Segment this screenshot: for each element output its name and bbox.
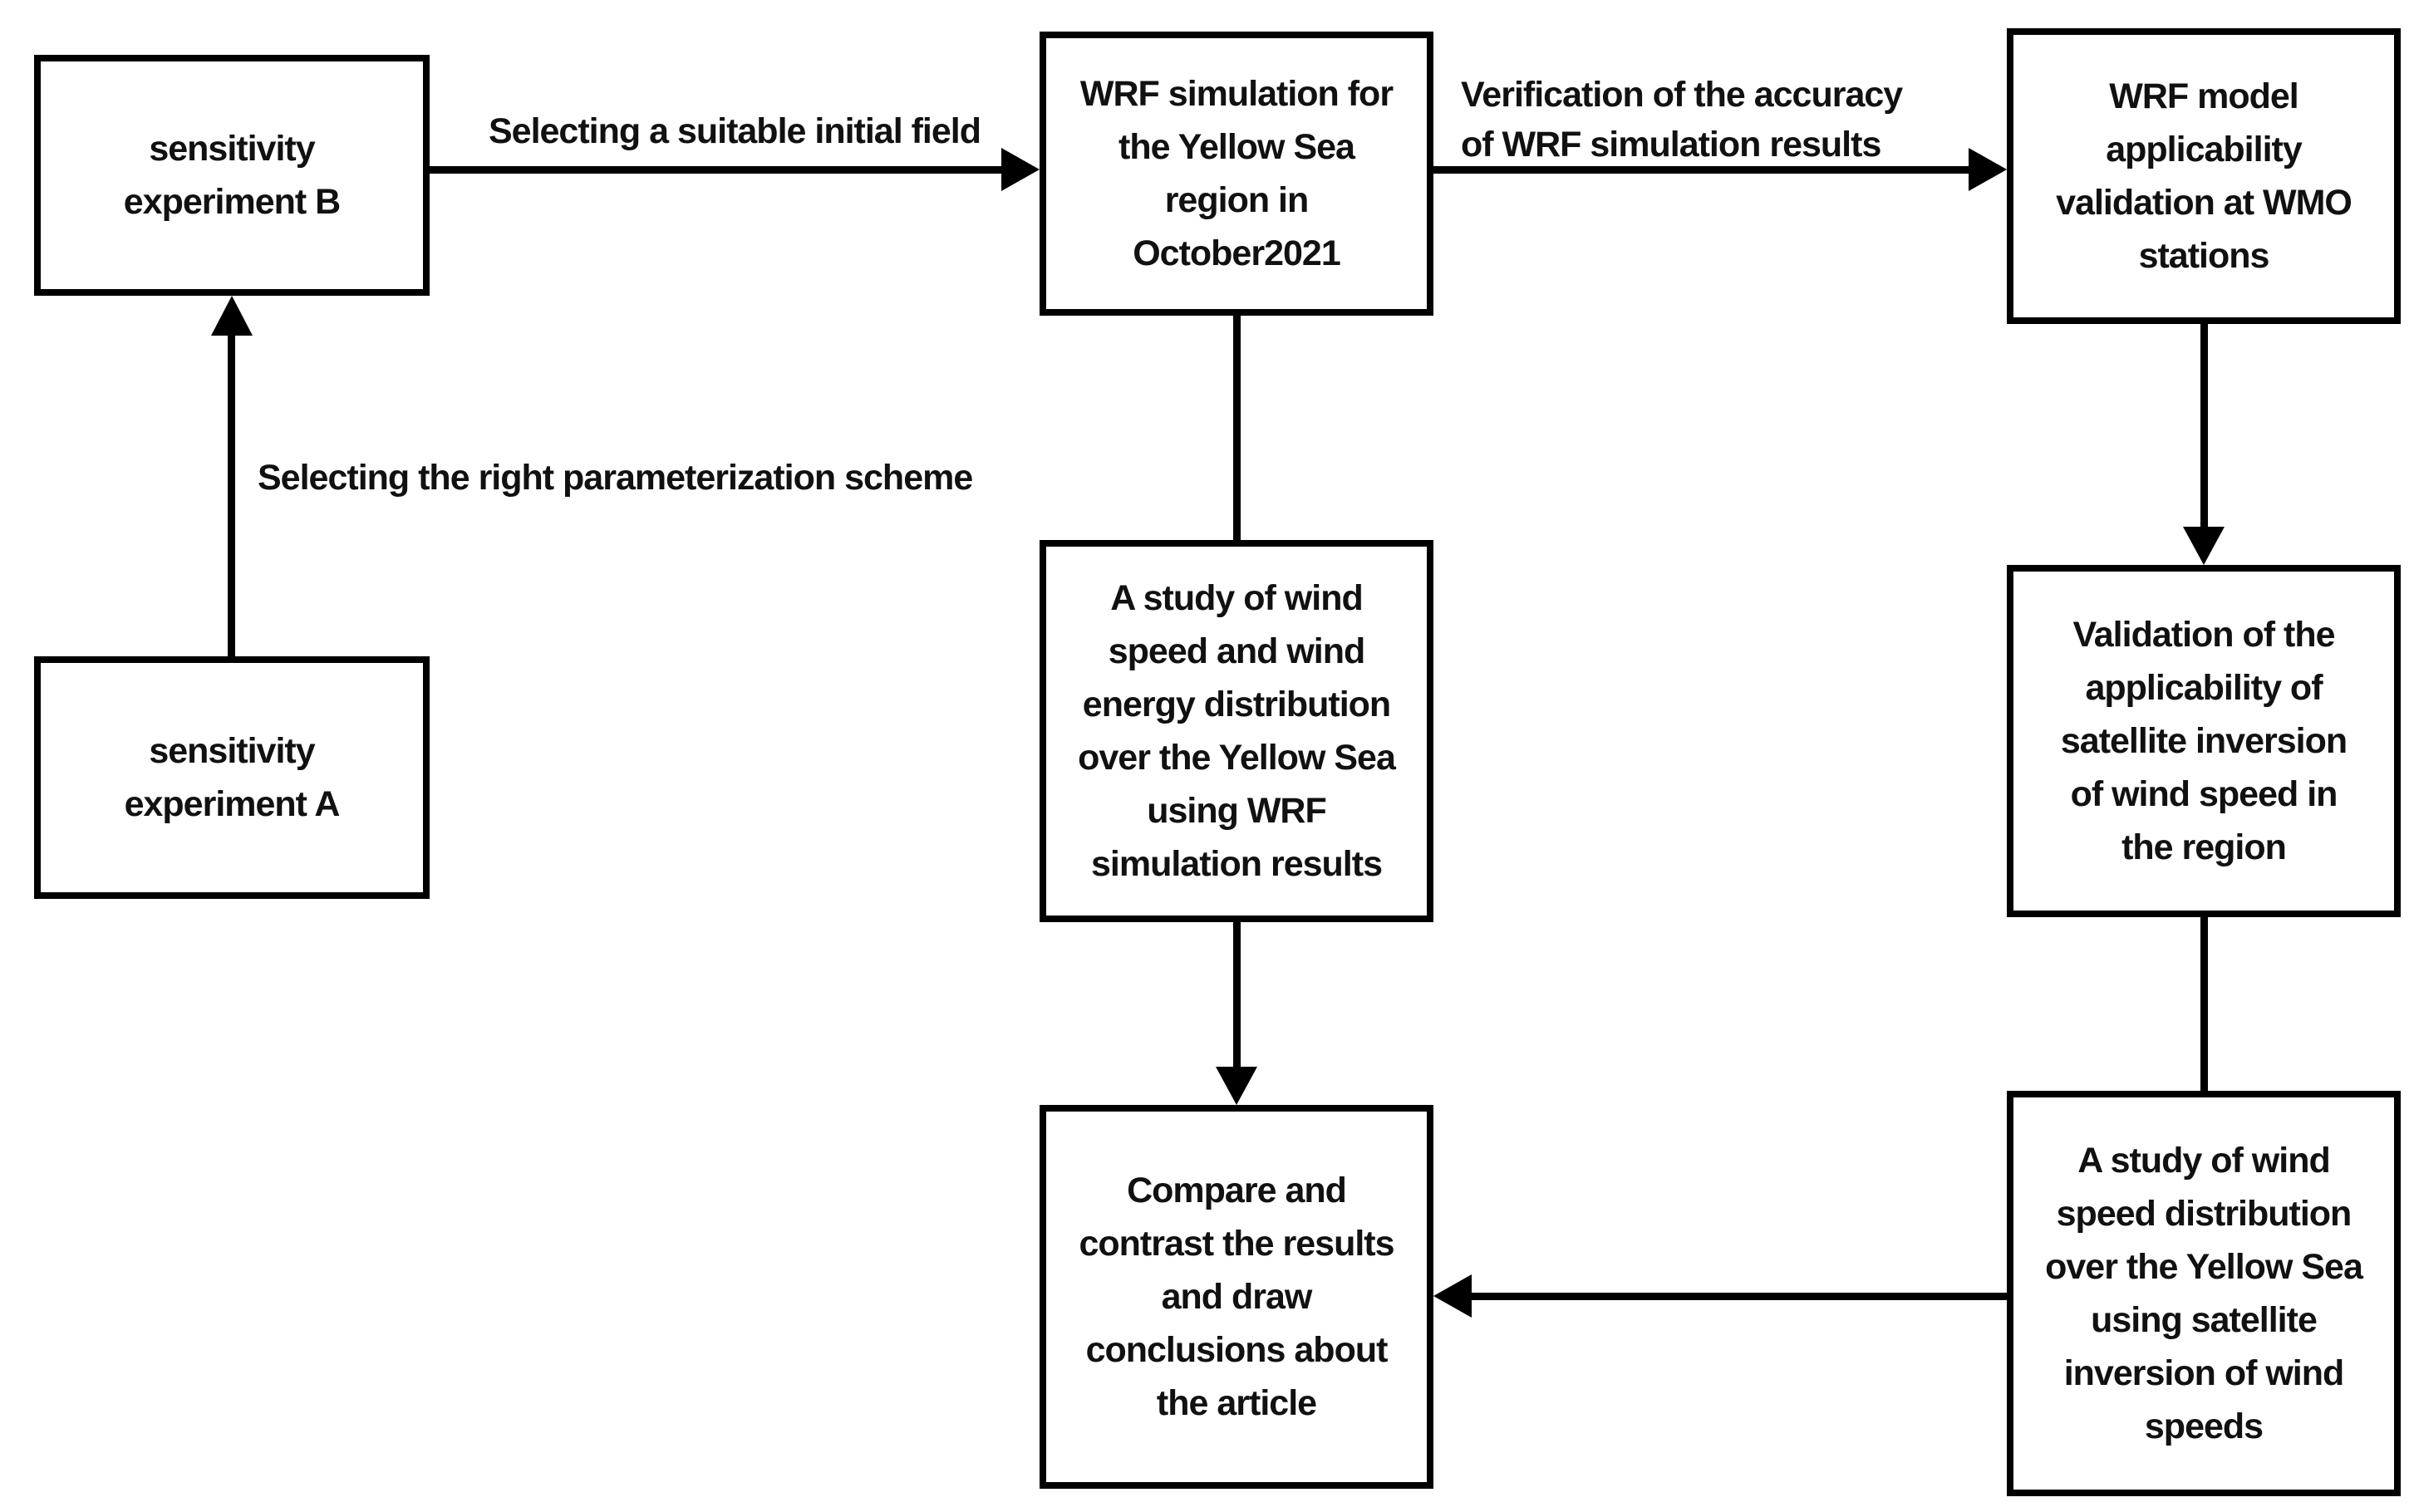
- arrow-wmo-to-validation-head-icon: [2183, 527, 2225, 565]
- node-wind-energy-study: A study of wind speed and wind energy di…: [1040, 540, 1433, 922]
- node-satellite-wind-study: A study of wind speed distribution over …: [2007, 1091, 2401, 1496]
- arrow-wmo-to-validation-line: [2200, 324, 2208, 530]
- node-wmo-validation-label: WRF model applicability validation at WM…: [2056, 76, 2352, 276]
- node-sensitivity-experiment-b: sensitivity experiment B: [34, 55, 430, 296]
- node-sensitivity-experiment-a: sensitivity experiment A: [34, 656, 430, 899]
- edge-label-parameterization: Selecting the right parameterization sch…: [258, 458, 973, 498]
- node-satellite-applicability-label: Validation of the applicability of satel…: [2060, 615, 2348, 867]
- arrow-b-to-wrf-head-icon: [1001, 148, 1040, 191]
- connector-wrf-to-study-line: [1233, 316, 1241, 540]
- arrow-a-to-b-head-icon: [211, 296, 253, 336]
- edge-label-verification: Verification of the accuracy of WRF simu…: [1461, 75, 1903, 164]
- arrow-study-to-compare-head-icon: [1216, 1067, 1257, 1105]
- arrow-b-to-wrf-line: [430, 166, 1005, 174]
- arrow-satellite-to-compare-line: [1472, 1293, 2007, 1300]
- node-sensitivity-experiment-b-label: sensitivity experiment B: [123, 129, 341, 222]
- arrow-study-to-compare-line: [1233, 922, 1241, 1070]
- edge-label-initial-field: Selecting a suitable initial field: [488, 111, 981, 151]
- node-compare-conclusions-label: Compare and contrast the results and dra…: [1079, 1171, 1394, 1423]
- node-compare-conclusions: Compare and contrast the results and dra…: [1040, 1105, 1433, 1489]
- node-wind-energy-study-label: A study of wind speed and wind energy di…: [1078, 578, 1396, 884]
- arrow-wrf-to-wmo-head-icon: [1969, 148, 2007, 191]
- node-wrf-simulation-label: WRF simulation for the Yellow Sea region…: [1079, 74, 1394, 273]
- node-sensitivity-experiment-a-label: sensitivity experiment A: [124, 731, 341, 824]
- arrow-satellite-to-compare-head-icon: [1433, 1274, 1472, 1318]
- node-satellite-applicability: Validation of the applicability of satel…: [2007, 565, 2401, 917]
- node-wrf-simulation: WRF simulation for the Yellow Sea region…: [1040, 32, 1433, 316]
- node-satellite-wind-study-label: A study of wind speed distribution over …: [2045, 1141, 2363, 1446]
- connector-validation-to-satellite-line: [2200, 917, 2208, 1091]
- arrow-a-to-b-line: [228, 331, 235, 656]
- arrow-wrf-to-wmo-line: [1433, 166, 1972, 174]
- node-wmo-validation: WRF model applicability validation at WM…: [2007, 28, 2401, 324]
